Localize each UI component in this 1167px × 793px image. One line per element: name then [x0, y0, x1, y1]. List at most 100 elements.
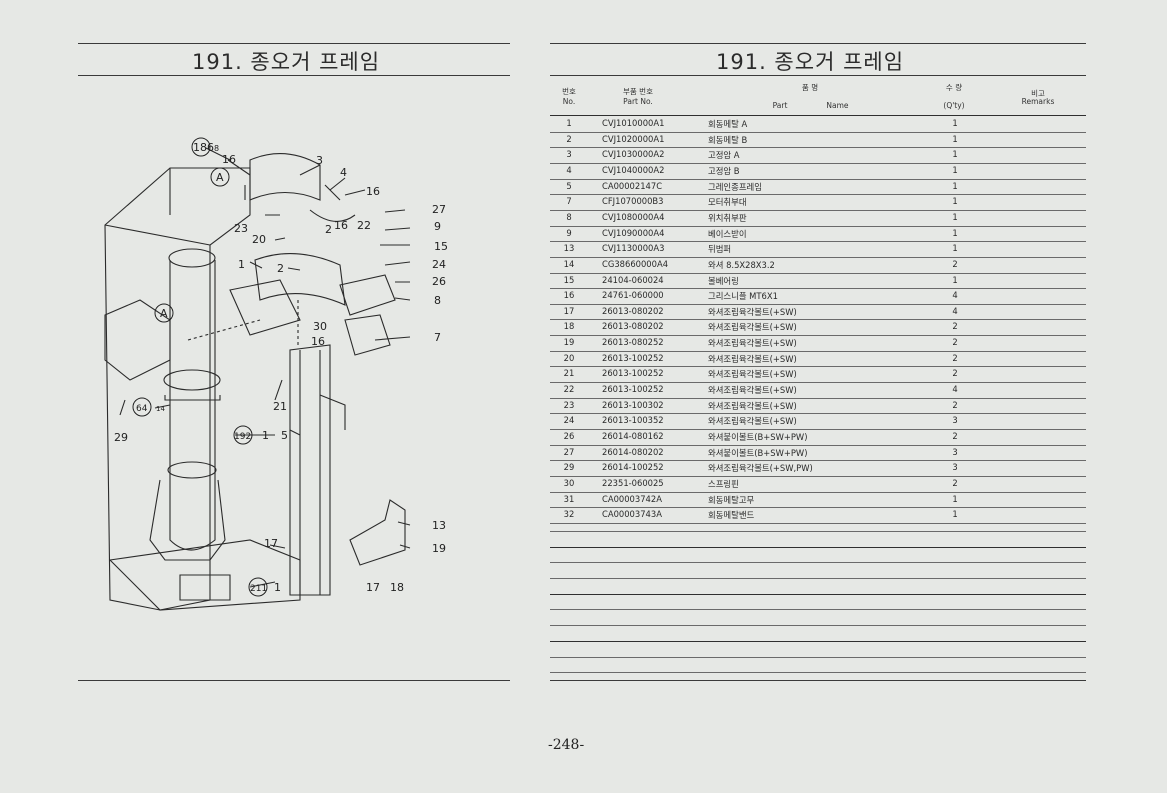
cell-name: 와셔붙이볼트(B+SW+PW)	[708, 447, 808, 458]
cell-name: 뒤범퍼	[708, 244, 732, 255]
row-divider	[550, 491, 1086, 493]
cell-qty: 2	[952, 337, 958, 348]
cell-no: 21	[563, 368, 575, 379]
diagram-label: 17	[366, 581, 380, 594]
cell-part: 26013-100352	[602, 415, 664, 426]
empty-row-divider	[550, 625, 1086, 627]
diagram-label: 26	[432, 275, 446, 288]
empty-row-divider	[550, 672, 1086, 674]
cell-no: 19	[563, 337, 575, 348]
cell-part: CVJ1010000A1	[602, 118, 665, 128]
cell-name: 와셔조립육각볼트(+SW)	[708, 306, 797, 317]
cell-name: 와셔조립육각볼트(+SW)	[708, 322, 797, 333]
cell-qty: 1	[952, 493, 958, 504]
diagram-label: A	[160, 307, 168, 320]
cell-qty: 2	[952, 431, 958, 441]
cell-no: 32	[563, 509, 575, 520]
diagram-label: 30	[313, 320, 327, 333]
diagram-label: 21	[273, 400, 287, 413]
row-divider	[550, 272, 1086, 274]
cell-name: 회동메탈 B	[708, 134, 748, 145]
cell-qty: 3	[952, 446, 958, 457]
cell-no: 17	[563, 305, 575, 316]
cell-name: 회동메탈밴드	[708, 510, 755, 521]
diagram-label: 8	[434, 294, 441, 307]
row-divider	[550, 335, 1086, 337]
cell-no: 8	[566, 211, 572, 222]
diagram-label: 13	[432, 519, 446, 532]
row-divider	[550, 460, 1086, 462]
cell-qty: 2	[952, 399, 958, 410]
cell-qty: 1	[952, 243, 958, 254]
row-divider	[550, 366, 1086, 368]
cell-name: 베이스받이	[708, 228, 747, 239]
cell-name: 와셔조립육각볼트(+SW)	[708, 353, 797, 364]
cell-qty: 1	[952, 180, 958, 191]
cell-name: 고정암 A	[708, 150, 740, 161]
cell-qty: 1	[952, 211, 958, 222]
cell-part: 26013-080202	[602, 321, 664, 332]
diagram-label: 16	[366, 185, 380, 198]
diagram-label: 64	[136, 404, 148, 414]
empty-row-divider	[550, 546, 1086, 548]
diagram-label: 29	[114, 431, 128, 444]
rear-bumper	[349, 499, 406, 566]
header-remarks-en: Remarks	[1021, 97, 1055, 106]
row-divider	[550, 256, 1086, 258]
cell-name: 위치취부판	[708, 212, 747, 223]
header-divider	[550, 115, 1086, 116]
cell-part: CA00002147C	[602, 180, 663, 191]
left-page-title: 191. 종오거 프레임	[192, 50, 381, 74]
cell-part: CVJ1020000A1	[602, 133, 665, 144]
header-no-ko: 번호	[562, 87, 576, 96]
empty-row-divider	[550, 656, 1086, 658]
auger-tube	[169, 260, 216, 551]
cell-qty: 2	[952, 477, 958, 488]
row-divider	[550, 178, 1086, 180]
cell-part: 26013-100252	[602, 368, 664, 379]
diagram-label: A	[216, 171, 224, 184]
page-number: -248-	[548, 737, 585, 753]
cell-name: 와셔조립육각볼트(+SW)	[708, 385, 797, 396]
row-divider	[550, 382, 1086, 384]
cell-name: 와셔조립육각볼트(+SW)	[708, 369, 797, 380]
cell-no: 16	[563, 290, 575, 301]
cell-no: 24	[563, 415, 575, 426]
cell-qty: 1	[952, 149, 958, 160]
cell-name: 볼베어링	[708, 275, 739, 286]
header-part-en: Part No.	[623, 97, 653, 106]
cell-part: 26014-080162	[602, 431, 664, 441]
header-qty-ko: 수 량	[945, 83, 963, 92]
diagram-label: 192	[234, 432, 251, 442]
row-divider	[550, 350, 1086, 352]
header-remarks-ko: 비고	[1031, 89, 1045, 98]
empty-row-divider	[550, 530, 1086, 532]
cell-name: 와셔조립육각볼트(+SW)	[708, 338, 797, 349]
cell-no: 2	[566, 133, 572, 144]
left-bottom-rule	[78, 680, 510, 681]
diagram-label: 27	[432, 203, 446, 216]
row-divider	[550, 225, 1086, 227]
cell-qty: 1	[952, 274, 958, 285]
diagram-label: 14	[156, 405, 165, 413]
diagram-label: 2	[325, 223, 332, 236]
cell-part: CVJ1130000A3	[602, 243, 665, 254]
cell-part: 26013-100302	[602, 399, 664, 410]
cell-part: 26013-100252	[602, 384, 664, 395]
diagram-label: 2	[277, 262, 284, 275]
empty-row-divider	[550, 562, 1086, 564]
cell-part: 26014-100252	[602, 462, 664, 473]
diagram-label: 16	[222, 153, 236, 166]
empty-row-divider	[550, 578, 1086, 579]
diagram-label: 186	[193, 141, 214, 154]
cell-qty: 2	[952, 321, 958, 332]
